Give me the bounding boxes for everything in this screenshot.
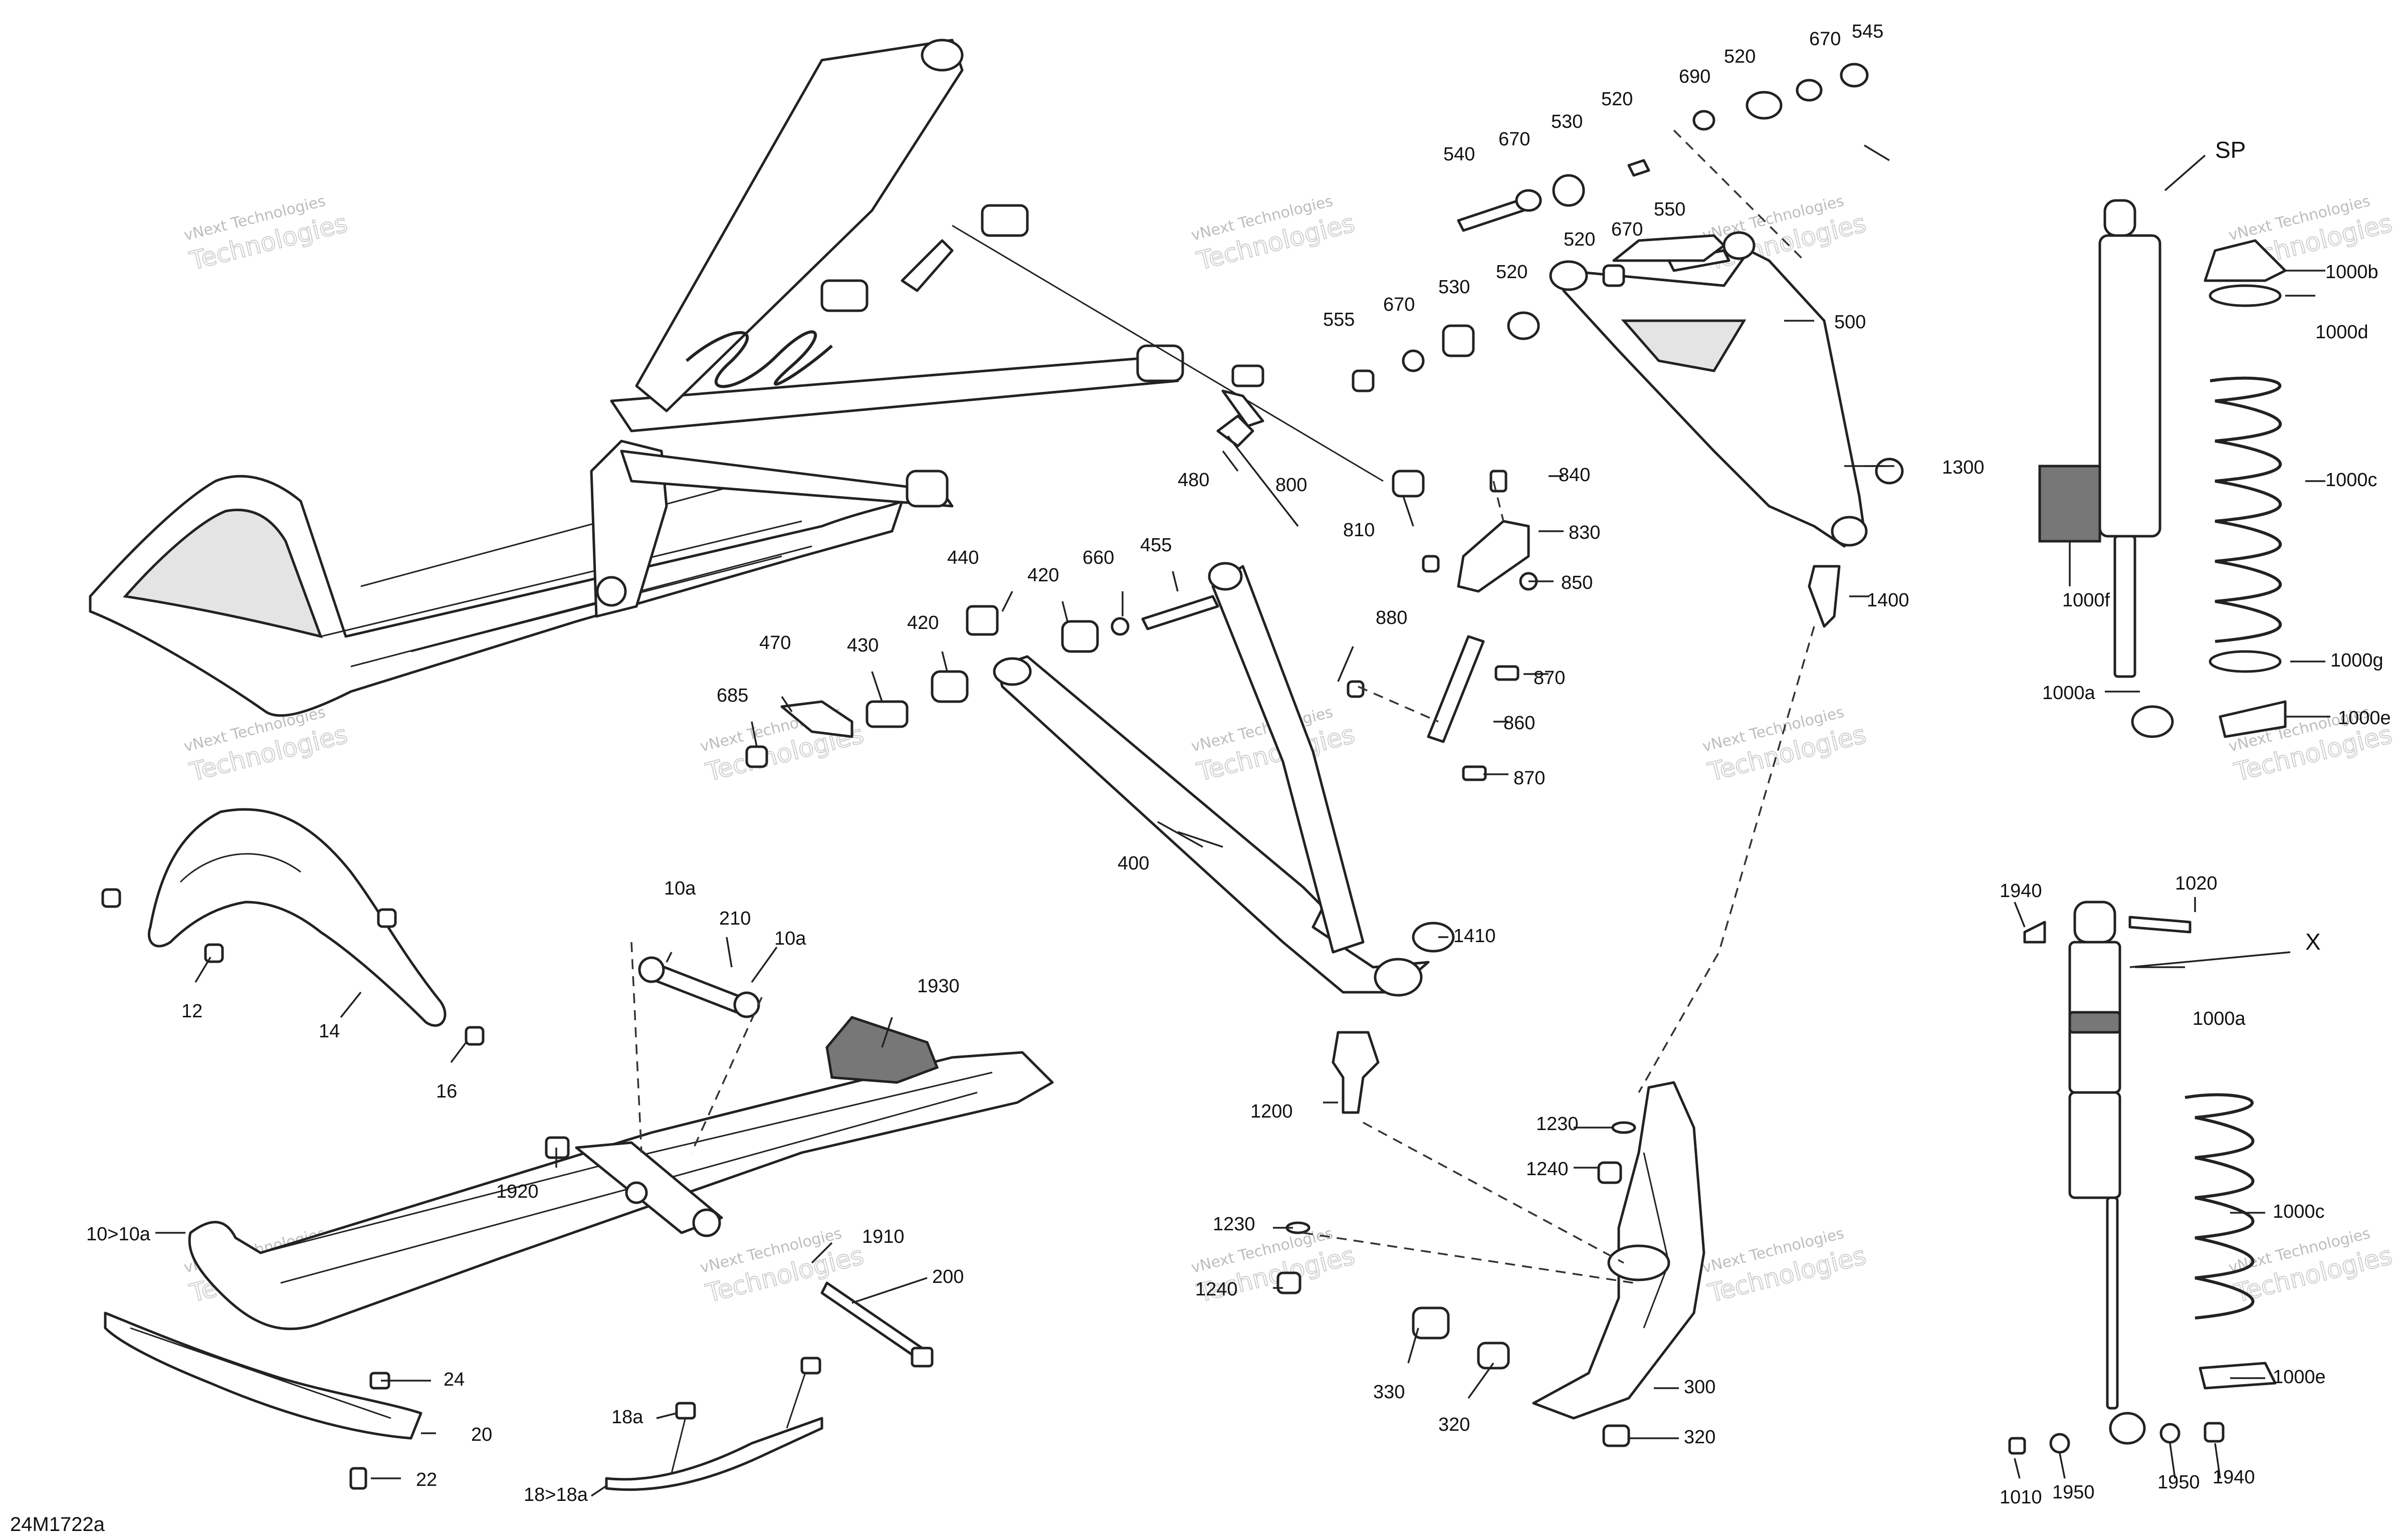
assembled-suspension-drawing xyxy=(89,39,1384,717)
callout-label: 1000d xyxy=(2315,322,2368,343)
callout-label: 1230 xyxy=(1536,1114,1579,1135)
callout-label: 1930 xyxy=(917,976,960,997)
callout-label: 545 xyxy=(1852,21,1883,42)
callout-label: 660 xyxy=(1082,547,1114,568)
callout-label: 520 xyxy=(1601,89,1633,110)
callout-label: 1000c xyxy=(2325,470,2377,491)
callout-label: 1410 xyxy=(1453,926,1496,947)
callout-label: 22 xyxy=(416,1469,437,1490)
callout-label: 10>10a xyxy=(86,1224,151,1245)
callout-label: 520 xyxy=(1564,229,1595,250)
callout-label: 18a xyxy=(611,1407,643,1428)
ski-handle-14 xyxy=(101,808,485,1046)
callout-label: 10a xyxy=(664,878,696,899)
ski-10 xyxy=(104,956,1054,1491)
upper-a-arm-500 xyxy=(1231,63,1904,628)
callout-label: 1000a xyxy=(2042,683,2096,704)
callout-label: 500 xyxy=(1834,312,1866,333)
callout-label: 690 xyxy=(1679,66,1710,87)
callout-label: 24 xyxy=(444,1369,465,1390)
callout-label: 1000g xyxy=(2330,650,2383,671)
callout-label: 430 xyxy=(847,635,879,656)
callout-label: 1000a xyxy=(2193,1008,2246,1029)
callout-label: 420 xyxy=(1027,565,1059,586)
callout-label: 300 xyxy=(1684,1377,1715,1398)
callout-label: 530 xyxy=(1551,111,1583,132)
callout-labels: 545 670 520 690 520 670 530 540 550 520 … xyxy=(86,21,2391,1508)
callout-label: 850 xyxy=(1561,572,1593,593)
callout-label: 1910 xyxy=(862,1226,905,1247)
callout-label: 1950 xyxy=(2052,1482,2095,1503)
callout-label: 1000e xyxy=(2338,708,2391,729)
callout-label: 520 xyxy=(1496,262,1528,283)
callout-label: 1000b xyxy=(2325,262,2378,283)
callout-label: 320 xyxy=(1438,1414,1470,1435)
callout-label: 830 xyxy=(1569,522,1600,543)
callout-label: 455 xyxy=(1140,535,1172,556)
callout-label: 1010 xyxy=(2000,1487,2042,1508)
callout-label: 520 xyxy=(1724,46,1756,67)
callout-label: 1000f xyxy=(2062,590,2110,611)
shock-x xyxy=(2008,901,2277,1455)
callout-label: 540 xyxy=(1443,144,1475,165)
callout-label: 810 xyxy=(1343,520,1375,541)
figure-code: 24M1722a xyxy=(10,1513,105,1535)
callout-label: 555 xyxy=(1323,309,1355,330)
callout-label: 1920 xyxy=(496,1181,539,1202)
callout-label: 550 xyxy=(1654,199,1685,220)
callout-label: 870 xyxy=(1513,768,1545,789)
variant-label-x: X xyxy=(2305,929,2321,955)
callout-label: 530 xyxy=(1438,277,1470,298)
callout-label: 670 xyxy=(1498,129,1530,150)
callout-label: 200 xyxy=(932,1266,964,1287)
alignment-lines xyxy=(630,129,1815,1284)
callout-label: 670 xyxy=(1809,29,1841,50)
callout-label: 210 xyxy=(719,908,751,929)
callout-label: 1240 xyxy=(1195,1279,1238,1300)
callout-label: 480 xyxy=(1178,470,1209,491)
callout-label: 440 xyxy=(947,547,979,568)
callout-label: 1400 xyxy=(1867,590,1909,611)
callout-label: 840 xyxy=(1559,465,1590,486)
callout-label: 1230 xyxy=(1213,1214,1255,1235)
callout-label: 1950 xyxy=(2157,1472,2200,1493)
callout-label: 320 xyxy=(1684,1427,1715,1448)
callout-label: 670 xyxy=(1383,294,1415,315)
callout-label: 20 xyxy=(471,1424,492,1445)
callout-label: 880 xyxy=(1376,607,1407,628)
callout-label: 330 xyxy=(1373,1382,1405,1403)
callout-label: 14 xyxy=(319,1021,340,1042)
callout-label: 400 xyxy=(1118,853,1149,874)
callout-label: 1240 xyxy=(1526,1159,1569,1180)
callout-label: 1940 xyxy=(2000,881,2042,902)
lower-a-arm-400 xyxy=(745,562,1455,1114)
callout-label: 1000e xyxy=(2273,1367,2326,1388)
callout-label: 10a xyxy=(774,928,806,949)
callout-label: 420 xyxy=(907,612,939,633)
callout-label: 1000c xyxy=(2273,1201,2325,1222)
callout-label: 1020 xyxy=(2175,873,2218,894)
leader-lines xyxy=(155,144,2330,1497)
callout-label: 685 xyxy=(717,685,748,706)
callout-label: 470 xyxy=(759,632,791,653)
variant-label-sp: SP xyxy=(2215,137,2246,163)
callout-label: 1300 xyxy=(1942,457,1985,478)
shock-sp xyxy=(2038,199,2287,738)
callout-label: 870 xyxy=(1534,668,1565,689)
callout-label: 12 xyxy=(181,1001,202,1022)
callout-label: 1200 xyxy=(1250,1101,1293,1122)
callout-label: 800 xyxy=(1275,475,1307,496)
callout-label: 1940 xyxy=(2213,1467,2255,1488)
callout-label: 18>18a xyxy=(524,1484,588,1505)
callout-label: 670 xyxy=(1611,219,1643,240)
callout-label: 16 xyxy=(436,1081,457,1102)
callout-label: 860 xyxy=(1503,713,1535,734)
